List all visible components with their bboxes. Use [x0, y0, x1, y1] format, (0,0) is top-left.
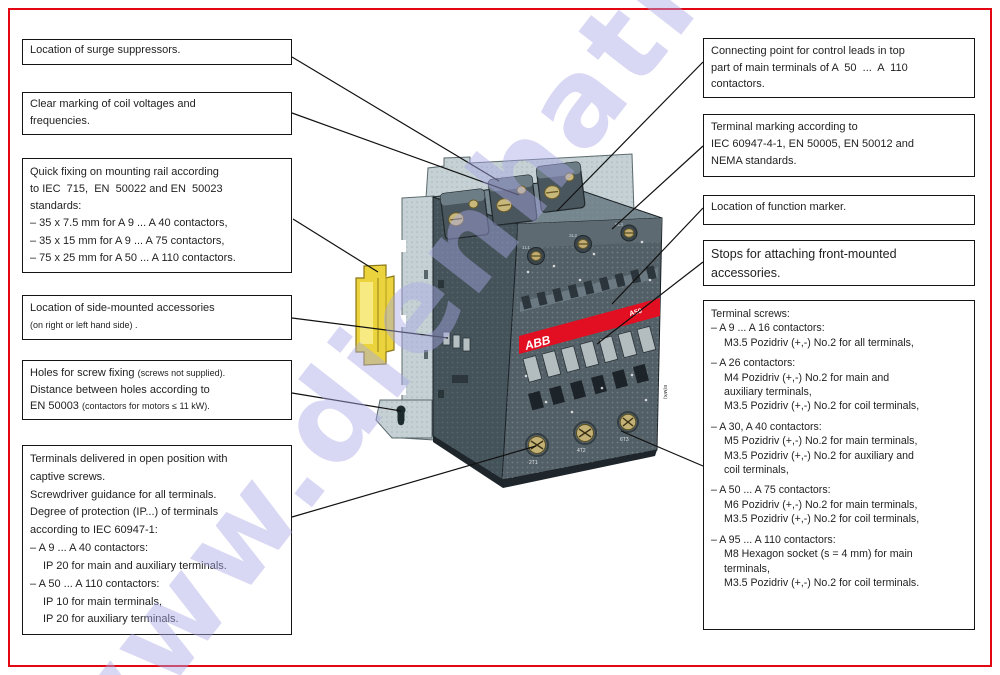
abb-brand-stripe: ABB A50 [519, 298, 660, 354]
callout-function-marker: Location of function marker. [703, 195, 975, 225]
label-1l1: 1L1 [522, 245, 530, 251]
model-label: A50 [629, 308, 643, 318]
top-terminal-blocks [439, 161, 586, 240]
body-bottom-shadow [433, 436, 657, 488]
leader-line [291, 392, 402, 412]
upper-terminal-screws: 1L1 3L2 5L3 [522, 222, 638, 265]
callout-side-accessories: Location of side-mounted accessories(on … [22, 295, 292, 340]
page-border [8, 8, 992, 667]
callout-terminals-open: Terminals delivered in open position wit… [22, 445, 292, 635]
label-6t3: 6T3 [620, 437, 629, 443]
side-accessory-slots [438, 280, 471, 398]
label-3l2: 3L2 [569, 233, 577, 239]
leader-line [291, 445, 537, 518]
label-4t2: 4T2 [577, 448, 586, 454]
bottom-terminal-screws: 2T1 4T2 6T3 [525, 411, 639, 466]
speckles [524, 240, 652, 414]
callout-control-leads: Connecting point for control leads in to… [703, 38, 975, 98]
leader-line [292, 218, 379, 273]
din-rail-clip [355, 264, 395, 366]
leader-line [620, 430, 704, 467]
leader-line [611, 207, 704, 305]
leader-line [291, 112, 520, 196]
leader-line [611, 145, 704, 230]
screw-fixing-hole [396, 405, 406, 426]
leader-line [291, 56, 500, 182]
auxiliary-contact-comb [520, 265, 658, 312]
leader-line [596, 261, 704, 345]
callout-screw-fixing-holes: Holes for screw fixing (screws not suppl… [22, 360, 292, 420]
callout-terminal-screws: Terminal screws:– A 9 ... A 16 contactor… [703, 300, 975, 630]
leader-line [291, 317, 449, 339]
label-5l3: 5L3 [615, 222, 623, 228]
abb-logo: ABB [522, 333, 552, 354]
leader-line [556, 61, 704, 212]
contactor-illustration: 1L1 3L2 5L3 [355, 153, 668, 488]
label-2t1: 2T1 [529, 460, 538, 466]
main-terminal-clamps [522, 325, 657, 411]
side-code-label: E(M/K) [663, 385, 668, 400]
callout-surge-suppressors: Location of surge suppressors. [22, 39, 292, 65]
